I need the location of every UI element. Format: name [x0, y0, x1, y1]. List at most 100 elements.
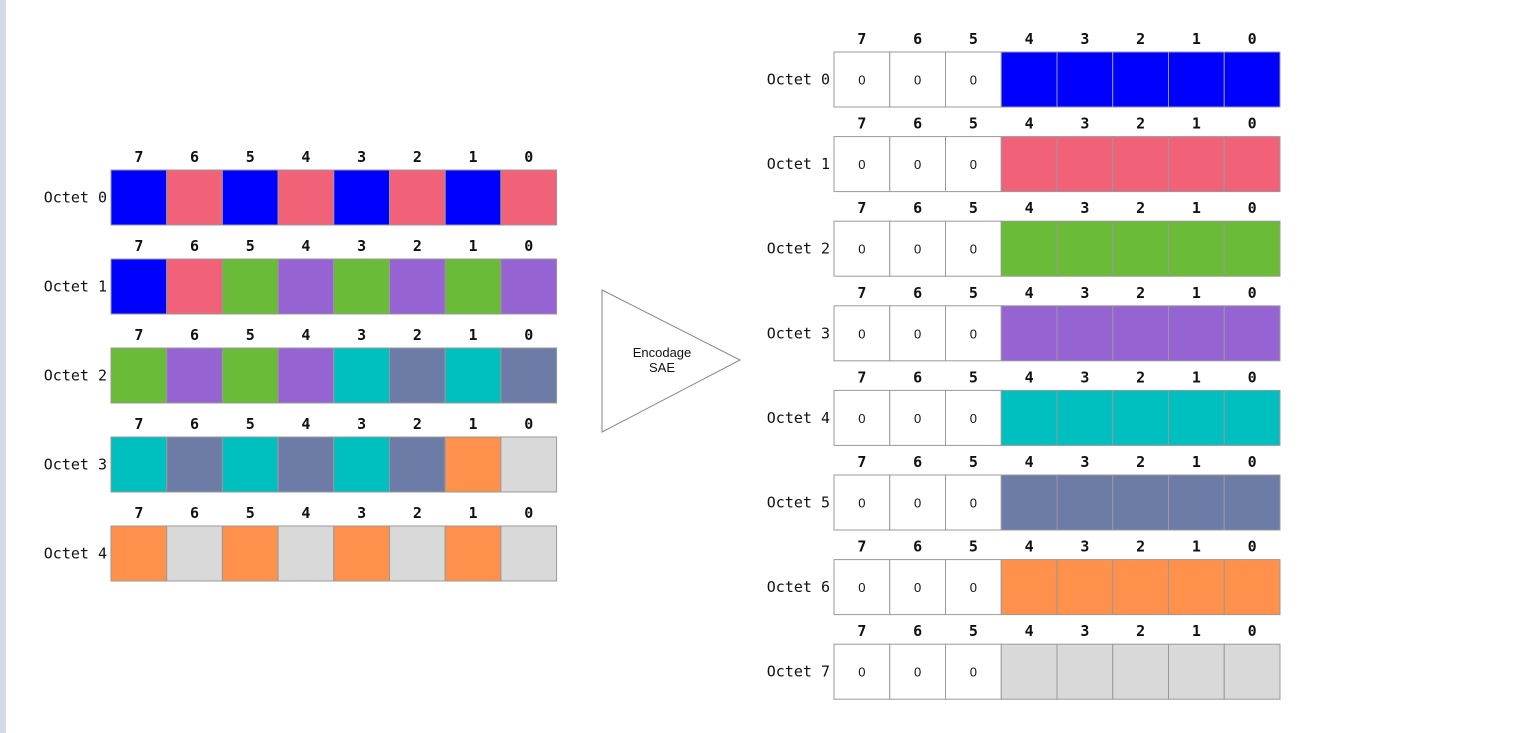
bit-cell [1000, 305, 1058, 362]
bit-number-label: 5 [246, 326, 255, 344]
bit-number-label: 4 [301, 326, 310, 344]
bit-cell [1000, 643, 1058, 700]
padding-bit-value: 0 [858, 157, 865, 172]
bit-number-label: 1 [1192, 115, 1201, 133]
bit-cell [1056, 136, 1114, 193]
octet-label: Octet 7 [767, 663, 830, 681]
left-edge-bar [0, 0, 6, 733]
padding-bit-cell [945, 305, 1002, 362]
bit-number-label: 3 [357, 148, 366, 166]
bit-cell [1112, 389, 1169, 446]
bit-number-label: 7 [134, 326, 143, 344]
bit-cell [1056, 559, 1114, 616]
arrow-triangle [601, 289, 742, 433]
bit-number-label: 7 [857, 538, 866, 556]
bit-number-label: 7 [857, 199, 866, 217]
bit-number-label: 1 [469, 148, 478, 166]
bit-cell [221, 258, 279, 315]
bit-number-label: 5 [246, 237, 255, 255]
bit-cell [1223, 389, 1281, 446]
bit-cell [389, 436, 446, 493]
bit-number-label: 3 [1080, 30, 1089, 48]
padding-bit-cell [833, 474, 891, 531]
bit-number-label: 2 [1136, 368, 1145, 386]
bit-number-label: 5 [969, 115, 978, 133]
octet-label: Octet 2 [44, 367, 107, 385]
bit-cell [333, 258, 390, 315]
padding-bit-value: 0 [858, 326, 865, 341]
bit-number-label: 4 [1025, 368, 1034, 386]
bit-cell [1168, 643, 1225, 700]
bit-cell [166, 436, 223, 493]
octet-label: Octet 1 [767, 155, 830, 173]
padding-bit-cell [945, 474, 1002, 531]
bit-cell [110, 436, 168, 493]
bit-number-label: 7 [134, 415, 143, 433]
bit-number-label: 5 [246, 504, 255, 522]
bit-number-label: 1 [1192, 453, 1201, 471]
bit-cell [1056, 305, 1114, 362]
bit-number-label: 3 [357, 504, 366, 522]
bit-cell [1168, 136, 1225, 193]
padding-bit-cell [945, 220, 1002, 277]
padding-bit-value: 0 [914, 157, 921, 172]
bit-number-label: 2 [413, 237, 422, 255]
bit-cell [1112, 51, 1169, 108]
bit-cell [166, 347, 223, 404]
encoding-arrow: Encodage SAE [601, 289, 742, 433]
bit-number-label: 0 [1248, 453, 1257, 471]
padding-bit-cell [889, 643, 946, 700]
bit-number-label: 7 [857, 622, 866, 640]
octet-label: Octet 1 [44, 278, 107, 296]
bit-cell [1223, 51, 1281, 108]
bit-cell [1056, 51, 1114, 108]
bit-cell [1000, 51, 1058, 108]
bit-cell [277, 436, 335, 493]
bit-cell [1168, 389, 1225, 446]
bit-cell [1223, 643, 1281, 700]
padding-bit-value: 0 [970, 326, 977, 341]
bit-number-label: 1 [469, 415, 478, 433]
padding-bit-value: 0 [914, 242, 921, 257]
bit-cell [277, 525, 335, 582]
bit-number-label: 5 [969, 453, 978, 471]
bit-cell [500, 436, 558, 493]
octet-label: Octet 3 [767, 324, 830, 342]
padding-bit-value: 0 [914, 580, 921, 595]
bit-cell [333, 436, 390, 493]
bit-cell [221, 347, 279, 404]
bit-cell [1168, 559, 1225, 616]
bit-cell [277, 347, 335, 404]
bit-number-label: 4 [1025, 622, 1034, 640]
bit-number-label: 5 [246, 148, 255, 166]
bit-number-label: 4 [1025, 453, 1034, 471]
bit-cell [444, 436, 502, 493]
bit-number-label: 3 [1080, 199, 1089, 217]
padding-bit-value: 0 [970, 242, 977, 257]
bit-cell [166, 169, 223, 226]
bit-cell [1112, 305, 1169, 362]
bit-cell [1000, 136, 1058, 193]
padding-bit-value: 0 [858, 580, 865, 595]
bit-cell [333, 525, 390, 582]
padding-bit-cell [945, 643, 1002, 700]
octet-label: Octet 4 [767, 409, 830, 427]
bit-cell [110, 169, 168, 226]
bit-cell [110, 347, 168, 404]
bit-number-label: 5 [969, 199, 978, 217]
padding-bit-value: 0 [970, 73, 977, 88]
bit-number-label: 3 [357, 415, 366, 433]
bit-number-label: 6 [913, 199, 922, 217]
bit-number-label: 7 [857, 115, 866, 133]
padding-bit-value: 0 [970, 411, 977, 426]
bit-number-label: 7 [134, 504, 143, 522]
bit-cell [1223, 305, 1281, 362]
bit-number-label: 1 [1192, 199, 1201, 217]
bit-cell [500, 258, 558, 315]
octet-label: Octet 6 [767, 578, 830, 596]
